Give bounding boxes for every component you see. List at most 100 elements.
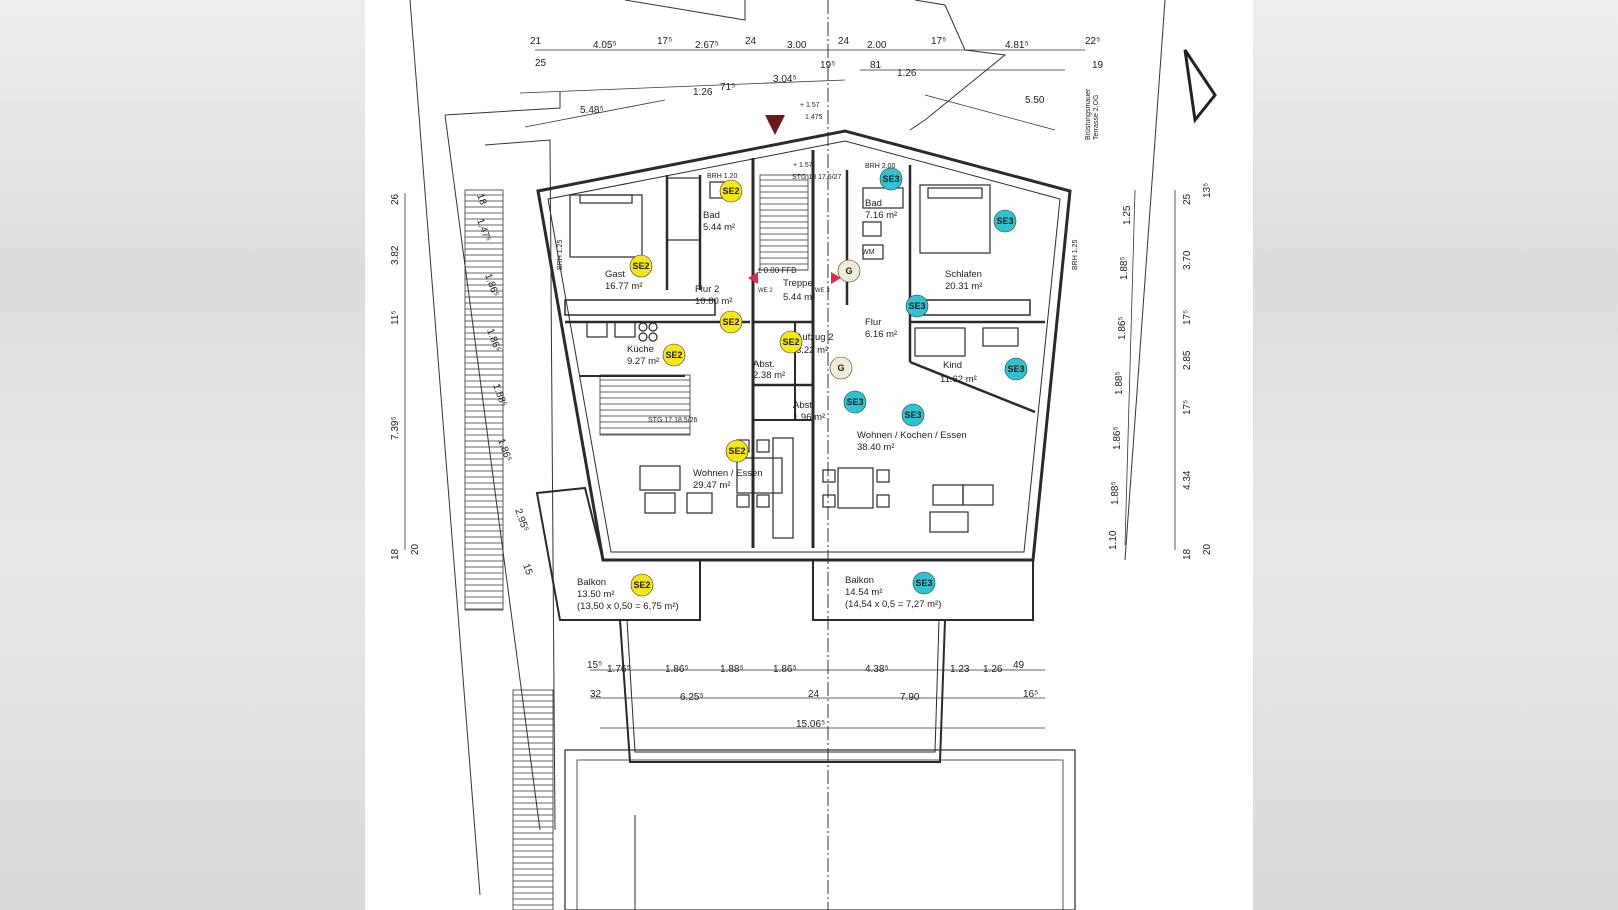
se2-tag-circle <box>630 573 654 597</box>
svg-text:4.38⁵: 4.38⁵ <box>865 664 889 675</box>
room-gast-area: 16.77 m² <box>605 281 643 292</box>
se2-tag-label: SE2 <box>722 186 739 196</box>
se2-tag-label: SE2 <box>633 580 650 590</box>
room-wohnen-essen-area: 29.47 m² <box>693 480 731 491</box>
svg-text:1.23: 1.23 <box>950 664 970 675</box>
svg-text:25: 25 <box>535 58 547 69</box>
se3-tag-label: SE3 <box>908 301 925 311</box>
svg-text:BRH 1.25: BRH 1.25 <box>1072 240 1079 270</box>
svg-text:24: 24 <box>838 36 850 47</box>
room-balkon-right-area: 14.54 m² <box>845 587 883 598</box>
se2-tag-circle <box>779 330 803 354</box>
svg-text:1.26: 1.26 <box>983 664 1003 675</box>
room-abst-left-area: 2.38 m² <box>753 370 785 381</box>
room-balkon-left-name: Balkon <box>577 577 606 588</box>
we2-arrow-icon <box>748 272 758 284</box>
room-kueche-name: Küche <box>627 344 654 355</box>
unit-tags: SE2SE2SE2SE2SE2SE2SE2SE3SE3SE3SE3SE3SE3S… <box>629 167 1028 597</box>
balconies <box>535 486 1076 910</box>
svg-text:5.48⁵: 5.48⁵ <box>580 105 604 116</box>
markers <box>748 49 1217 284</box>
svg-text:1.88⁵: 1.88⁵ <box>1110 481 1121 505</box>
blurred-background-left <box>0 0 365 910</box>
svg-text:Brüstungsmauer: Brüstungsmauer <box>1085 88 1092 140</box>
se3-tag-label: SE3 <box>846 397 863 407</box>
svg-text:1.86⁵: 1.86⁵ <box>484 327 502 353</box>
floor-plan-sheet: 21 4.05⁵ 17⁵ 2.67⁵ 24 3.00 24 2.00 17⁵ 4… <box>365 0 1253 910</box>
svg-text:1.88⁵: 1.88⁵ <box>490 382 508 408</box>
gas-tag-label: G <box>845 266 852 276</box>
room-flur2-name: Flur 2 <box>695 284 719 295</box>
room-balkon-left-area: 13.50 m² <box>577 589 615 600</box>
se2-tag-circle <box>629 254 653 278</box>
se3-tag-circle <box>905 294 929 318</box>
se3-tag-circle <box>1004 357 1028 381</box>
svg-text:71⁵: 71⁵ <box>720 82 735 93</box>
svg-text:BRH 1.20: BRH 1.20 <box>707 173 737 180</box>
se2-tag-label: SE2 <box>665 350 682 360</box>
room-wohnen-essen-name: Wohnen / Essen <box>693 468 763 479</box>
svg-text:17⁵: 17⁵ <box>657 36 672 47</box>
se3-tag-label: SE3 <box>915 578 932 588</box>
se3-tag-label: SE3 <box>1007 364 1024 374</box>
se3-tag-circle <box>843 390 867 414</box>
se3-tag-label: SE3 <box>904 410 921 420</box>
svg-text:15⁵: 15⁵ <box>587 660 602 671</box>
svg-text:20: 20 <box>1202 543 1213 555</box>
se2-tag-label: SE2 <box>722 317 739 327</box>
svg-text:24: 24 <box>808 689 820 700</box>
plan-notes: BRH 1.25 BRH 1.25 BRH 1.20 BRH 2.00 STG … <box>557 163 1079 424</box>
se2-tag-circle <box>719 310 743 334</box>
room-bad-right-name: Bad <box>865 198 882 209</box>
room-treppe-area: 5.44 m² <box>783 292 815 303</box>
svg-text:1.26: 1.26 <box>897 68 917 79</box>
svg-text:16⁵: 16⁵ <box>1023 689 1038 700</box>
svg-text:1.86⁵: 1.86⁵ <box>773 664 797 675</box>
svg-text:1.88⁵: 1.88⁵ <box>1119 256 1130 280</box>
svg-text:1.26: 1.26 <box>693 87 713 98</box>
svg-text:+ 1.57: + 1.57 <box>800 102 820 109</box>
site-boundary <box>409 0 1166 910</box>
svg-text:1.86⁵: 1.86⁵ <box>665 664 689 675</box>
svg-text:21: 21 <box>530 36 542 47</box>
room-bad-right-area: 7.16 m² <box>865 210 897 221</box>
svg-text:WM: WM <box>862 249 875 256</box>
svg-text:19⁵: 19⁵ <box>820 60 835 71</box>
se2-tag-circle <box>725 439 749 463</box>
room-wohnen-kochen-area: 38.40 m² <box>857 442 895 453</box>
svg-text:2.67⁵: 2.67⁵ <box>695 40 719 51</box>
svg-text:3.82: 3.82 <box>390 245 401 265</box>
room-aufzug-name: Aufzug 2 <box>796 332 834 343</box>
gas-tag-label: G <box>837 363 844 373</box>
room-kind-name: Kind <box>943 360 962 371</box>
se2-tag-label: SE2 <box>632 261 649 271</box>
svg-text:1.10: 1.10 <box>1108 530 1119 550</box>
svg-text:WE 2: WE 2 <box>758 288 773 294</box>
floor-plan-drawing: 21 4.05⁵ 17⁵ 2.67⁵ 24 3.00 24 2.00 17⁵ 4… <box>390 0 1217 910</box>
room-kueche-area: 9.27 m² <box>627 356 659 367</box>
svg-text:17⁵: 17⁵ <box>1182 400 1193 415</box>
svg-text:6.25⁵: 6.25⁵ <box>680 692 704 703</box>
svg-text:25: 25 <box>1182 193 1193 205</box>
we3-arrow-icon <box>831 272 841 284</box>
svg-text:STG 17 18.5/26: STG 17 18.5/26 <box>648 417 698 424</box>
svg-text:7.90: 7.90 <box>900 692 920 703</box>
svg-text:15.06⁵: 15.06⁵ <box>796 719 825 730</box>
svg-text:1.86⁵: 1.86⁵ <box>1117 316 1128 340</box>
room-schlafen-area: 20.31 m² <box>945 281 983 292</box>
svg-text:7.39⁵: 7.39⁵ <box>390 416 401 440</box>
se3-tag-label: SE3 <box>996 216 1013 226</box>
room-balkon-right-name: Balkon <box>845 575 874 586</box>
svg-text:3.00: 3.00 <box>787 40 807 51</box>
room-bad-left-name: Bad <box>703 210 720 221</box>
svg-text:5.50: 5.50 <box>1025 95 1045 106</box>
svg-text:± 0.00 FFB: ± 0.00 FFB <box>757 266 797 275</box>
svg-text:32: 32 <box>590 689 602 700</box>
svg-text:18: 18 <box>1182 548 1193 560</box>
svg-text:1.88⁵: 1.88⁵ <box>1114 371 1125 395</box>
svg-text:24: 24 <box>745 36 757 47</box>
gas-tag-circle <box>837 259 861 283</box>
svg-text:Terrasse 2.OG: Terrasse 2.OG <box>1093 94 1100 140</box>
exterior-stairs <box>464 189 554 910</box>
svg-text:2.95⁵: 2.95⁵ <box>512 507 530 533</box>
